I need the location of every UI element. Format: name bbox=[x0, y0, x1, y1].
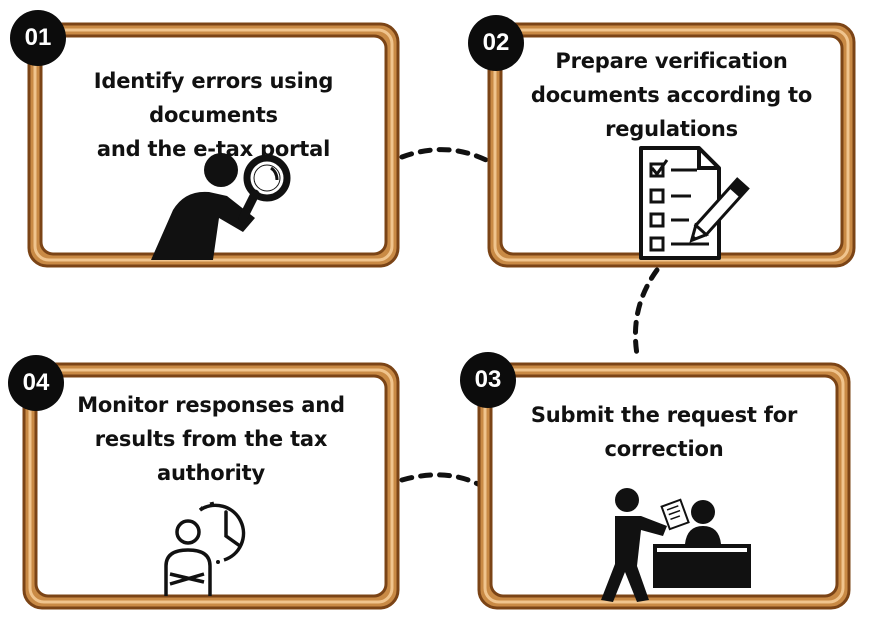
wooden-frame bbox=[487, 22, 856, 268]
step-3-card: Submit the request for correction bbox=[475, 360, 853, 612]
person-clock-icon bbox=[164, 501, 246, 596]
step-4-line-1: Monitor responses and bbox=[77, 393, 345, 417]
step-4-text: Monitor responses and results from the t… bbox=[36, 388, 386, 490]
step-2-line-1: Prepare verification bbox=[555, 49, 788, 73]
wooden-frame bbox=[27, 22, 400, 268]
step-4-line-3: authority bbox=[156, 461, 266, 485]
step-2-card: Prepare verification documents according… bbox=[485, 20, 858, 270]
step-1-text: Identify errors using documents and the … bbox=[41, 64, 386, 166]
step-2-line-3: regulations bbox=[605, 117, 738, 141]
step-1-card: Identify errors using documents and the … bbox=[25, 20, 402, 270]
step-4-badge: 04 bbox=[8, 355, 64, 411]
submit-desk-icon bbox=[601, 488, 751, 602]
connector-1-2 bbox=[399, 147, 493, 165]
step-2-text: Prepare verification documents according… bbox=[501, 44, 842, 146]
step-3-line-2: correction bbox=[604, 437, 724, 461]
step-3-line-1: Submit the request for bbox=[530, 403, 798, 427]
magnifier-person-icon bbox=[151, 153, 291, 260]
wooden-frame bbox=[477, 362, 851, 610]
step-3-badge: 03 bbox=[460, 352, 516, 408]
connector-3-4 bbox=[399, 472, 481, 487]
step-1-line-1: Identify errors using documents bbox=[93, 69, 334, 127]
checklist-pencil-icon bbox=[639, 146, 750, 260]
step-3-text: Submit the request for correction bbox=[491, 398, 837, 466]
step-4-line-2: results from the tax bbox=[94, 427, 328, 451]
step-4-card: Monitor responses and results from the t… bbox=[20, 360, 402, 612]
connector-2-3 bbox=[633, 267, 660, 363]
wooden-frame bbox=[22, 362, 400, 610]
step-2-badge: 02 bbox=[468, 15, 524, 71]
step-1-badge: 01 bbox=[10, 10, 66, 66]
step-2-line-2: documents according to bbox=[530, 83, 813, 107]
